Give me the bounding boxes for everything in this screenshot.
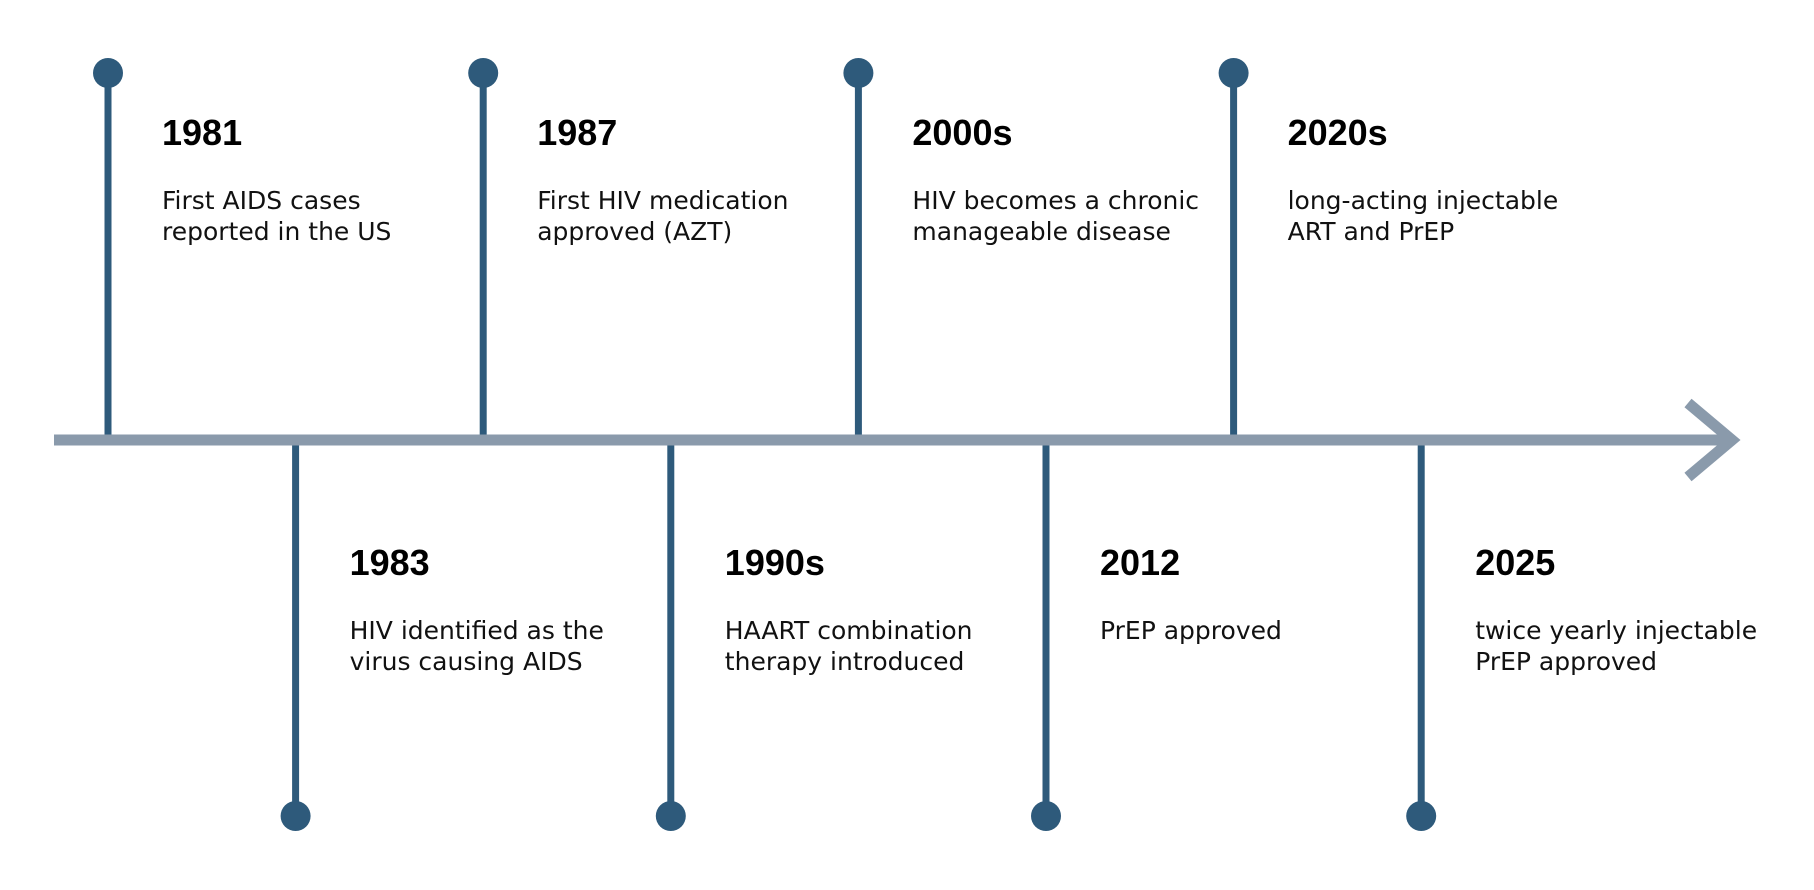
event-2025: 2025 twice yearly injectable PrEP approv… — [1475, 543, 1765, 677]
event-marker-dot — [655, 801, 686, 831]
event-marker-dot — [280, 801, 311, 831]
event-description: twice yearly injectable PrEP approved — [1475, 616, 1758, 676]
event-marker-dot — [468, 58, 499, 88]
event-year: 1987 — [537, 112, 618, 153]
event-stems — [104, 73, 1425, 816]
event-description: HAART combination therapy introduced — [724, 616, 973, 676]
event-description: PrEP approved — [1100, 616, 1282, 645]
event-marker-dot — [1031, 801, 1061, 831]
event-description: First AIDS cases reported in the US — [162, 186, 392, 246]
event-1981: 1981 First AIDS cases reported in the US — [162, 113, 452, 247]
event-year: 1983 — [349, 542, 430, 583]
event-2000s: 2000s HIV becomes a chronic manageable d… — [912, 113, 1202, 247]
event-marker-dot — [1218, 58, 1249, 88]
event-description: HIV becomes a chronic manageable disease — [912, 186, 1200, 246]
event-1990s: 1990s HAART combination therapy introduc… — [725, 543, 1015, 677]
event-description: First HIV medication approved (AZT) — [537, 186, 789, 246]
event-markers — [93, 58, 1437, 831]
event-year: 1981 — [162, 112, 243, 153]
event-year: 2025 — [1475, 542, 1556, 583]
event-1987: 1987 First HIV medication approved (AZT) — [537, 113, 827, 247]
event-2012: 2012 PrEP approved — [1100, 543, 1390, 646]
event-marker-dot — [93, 58, 123, 88]
event-1983: 1983 HIV identified as the virus causing… — [350, 543, 640, 677]
event-marker-dot — [1406, 801, 1437, 831]
event-marker-dot — [843, 58, 874, 88]
event-year: 2000s — [912, 112, 1013, 153]
event-description: long-acting injectable ART and PrEP — [1287, 186, 1559, 246]
timeline-arrowhead — [1684, 398, 1741, 482]
event-year: 1990s — [724, 542, 825, 583]
event-description: HIV identified as the virus causing AIDS — [349, 616, 604, 676]
event-year: 2012 — [1100, 542, 1181, 583]
event-2020s: 2020s long-acting injectable ART and PrE… — [1288, 113, 1578, 247]
event-year: 2020s — [1287, 112, 1388, 153]
